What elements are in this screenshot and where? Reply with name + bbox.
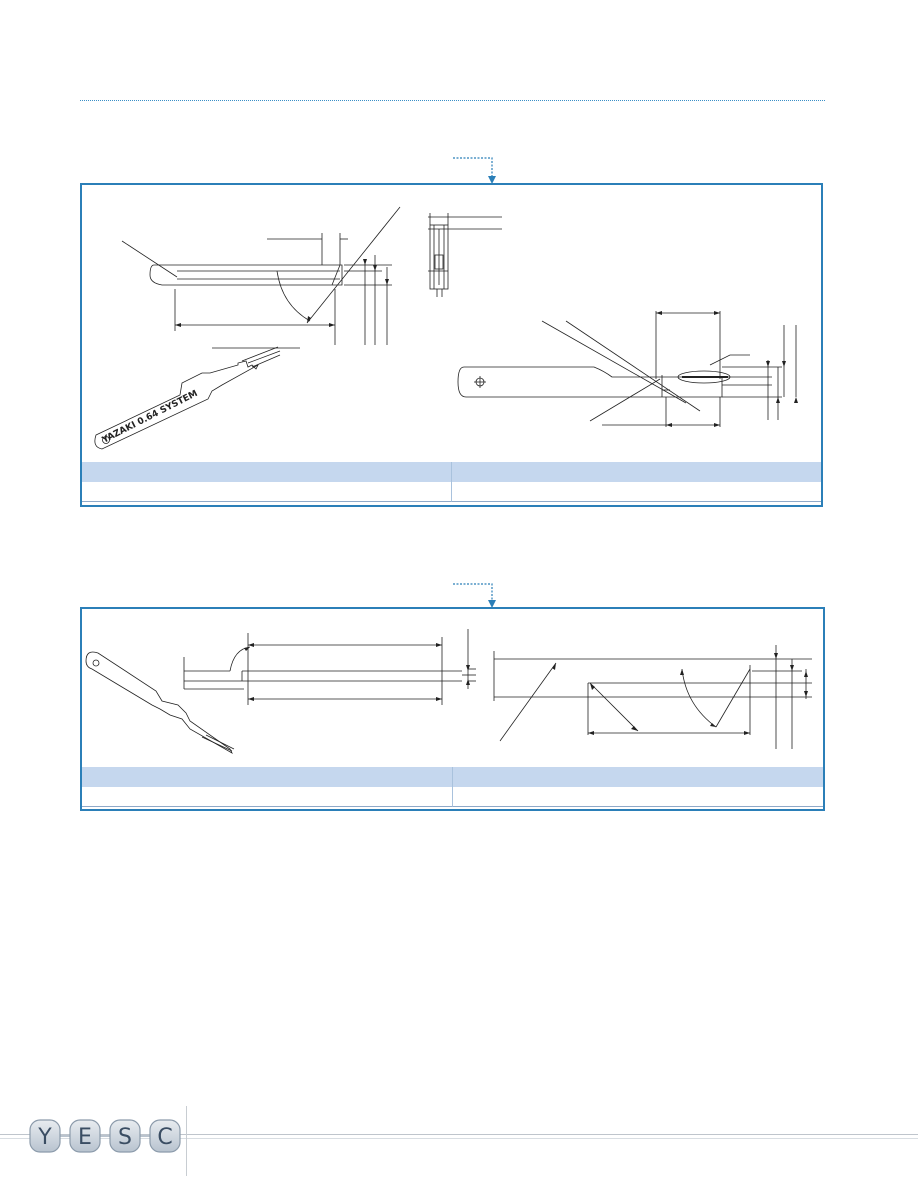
tool-1-spec-table: [82, 462, 821, 502]
panel1-pointer-arrow: [453, 157, 496, 184]
tool-1-spec-row: [82, 482, 821, 502]
header-divider: [80, 100, 825, 101]
panel2-pointer-arrow: [453, 583, 496, 608]
page-footer: Y E S C: [0, 1106, 918, 1188]
footer-separator: [186, 1106, 187, 1176]
tool-panel-1: YAZAKI 0.64 SYSTEM: [80, 183, 823, 507]
yesc-logo-mark: Y E S C: [29, 1119, 181, 1153]
tool-2-isometric: [85, 651, 235, 755]
logo-letter-e: E: [78, 1125, 92, 1150]
logo-letter-y: Y: [37, 1125, 52, 1150]
tool-2-spec-header: [82, 767, 823, 787]
tool-1-spec-header: [82, 462, 821, 482]
yesc-logo: Y E S C: [28, 1116, 186, 1156]
footer-rule: [0, 1134, 918, 1135]
tool-2-drawing: [85, 629, 812, 755]
tool-2-spec-table: [82, 767, 823, 807]
blade-top-outline: [149, 264, 343, 286]
logo-letter-c: C: [157, 1125, 172, 1150]
tool-panel-2: [80, 607, 825, 811]
blade-side-outline: [457, 366, 723, 398]
tool-1-isometric: [94, 346, 281, 450]
tool-1-label: YAZAKI 0.64 SYSTEM: [100, 389, 200, 446]
tool-2-spec-row: [82, 787, 823, 807]
tool-1-drawing: YAZAKI 0.64 SYSTEM: [94, 206, 798, 450]
logo-letter-s: S: [118, 1125, 132, 1150]
